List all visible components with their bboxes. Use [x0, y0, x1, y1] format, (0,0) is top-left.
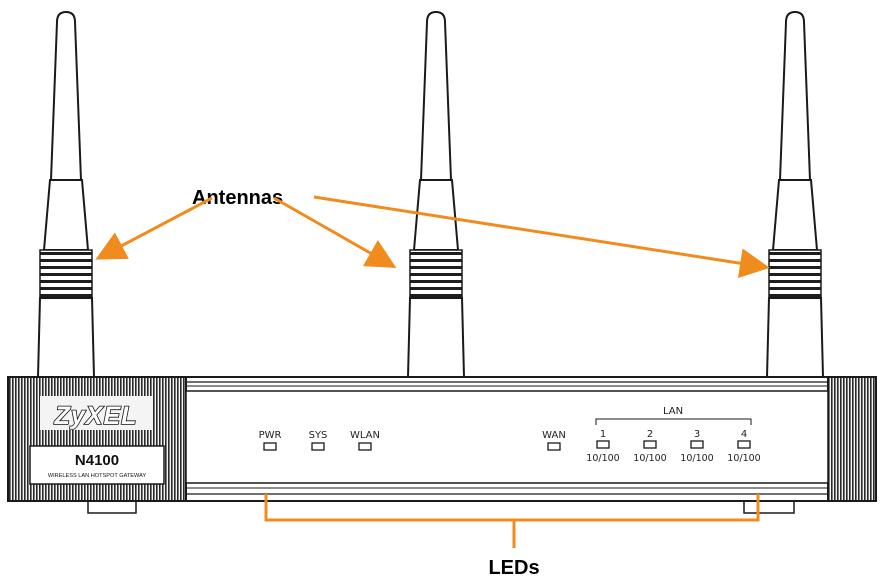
led-group-system: PWR SYS WLAN [259, 430, 380, 451]
led-label-lan1: 1 [600, 429, 606, 440]
leds-callout: LEDs [264, 494, 760, 579]
lan-group-label: LAN [663, 406, 683, 417]
arrow-to-right-antenna [313, 195, 770, 279]
model-label: N4100 WIRELESS LAN HOTSPOT GATEWAY [29, 445, 165, 485]
led-group-network: WAN LAN 1 10/100 2 10/100 3 10/100 4 10/… [542, 406, 761, 464]
arrow-to-left-antenna [95, 196, 213, 260]
led-lan4 [737, 440, 751, 449]
led-sys [311, 442, 325, 451]
leds-bracket [264, 494, 760, 522]
lan-bracket [595, 418, 752, 425]
led-label-lan2: 2 [647, 429, 653, 440]
led-label-pwr: PWR [259, 430, 282, 441]
arrow-to-middle-antenna [273, 196, 397, 268]
led-speed-lan1: 10/100 [586, 453, 619, 464]
model-tagline: WIRELESS LAN HOTSPOT GATEWAY [48, 473, 147, 479]
led-wan [547, 442, 561, 451]
antennas-callout: Antennas [95, 187, 770, 279]
led-wlan [358, 442, 372, 451]
led-lan3 [690, 440, 704, 449]
leds-callout-label: LEDs [488, 557, 539, 579]
front-panel [185, 390, 829, 484]
led-lan1 [596, 440, 610, 449]
led-label-wan: WAN [542, 430, 566, 441]
antenna-middle [406, 10, 466, 378]
router-body [7, 376, 877, 514]
led-speed-lan3: 10/100 [680, 453, 713, 464]
antenna-right [765, 10, 825, 378]
brand-logo: ZyXEL [40, 396, 152, 431]
led-label-wlan: WLAN [350, 430, 380, 441]
led-pwr [263, 442, 277, 451]
model-name: N4100 [75, 452, 119, 469]
led-speed-lan4: 10/100 [727, 453, 760, 464]
led-label-lan3: 3 [694, 429, 700, 440]
right-grille [827, 376, 877, 502]
antenna-left [36, 10, 96, 378]
led-speed-lan2: 10/100 [633, 453, 666, 464]
led-label-lan4: 4 [741, 429, 747, 440]
led-label-sys: SYS [309, 430, 328, 441]
brand-text: ZyXEL [54, 402, 138, 430]
antennas-callout-label: Antennas [192, 187, 283, 209]
led-lan2 [643, 440, 657, 449]
